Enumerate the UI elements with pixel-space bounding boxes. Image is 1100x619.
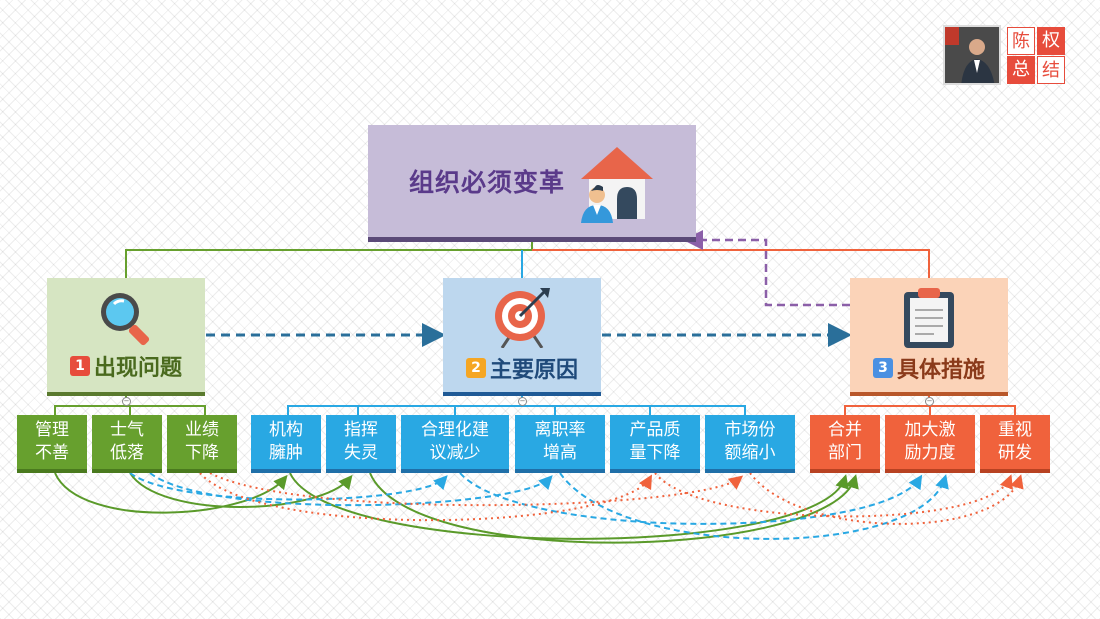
problem-text: 管理 不善 <box>35 420 69 463</box>
cause-node[interactable]: 产品质 量下降 <box>610 415 700 473</box>
target-icon <box>495 288 550 348</box>
measure-node[interactable]: 合并 部门 <box>810 415 880 473</box>
category-causes-text: 主要原因 <box>489 358 578 383</box>
category-causes-card[interactable]: 2 主要原因 <box>443 278 601 396</box>
house-person-icon <box>581 147 653 223</box>
logo-char-3: 总 <box>1007 56 1035 84</box>
measure-text: 合并 部门 <box>828 420 862 463</box>
problem-node[interactable]: 业绩 下降 <box>167 415 237 473</box>
category-measures-card[interactable]: 3 具体措施 <box>850 278 1008 396</box>
problem-node[interactable]: 管理 不善 <box>17 415 87 473</box>
cause-text: 指挥 失灵 <box>344 420 378 463</box>
problem-text: 士气 低落 <box>110 420 144 463</box>
logo-char-2: 权 <box>1037 27 1065 55</box>
problem-text: 业绩 下降 <box>185 420 219 463</box>
collapse-toggle-icon[interactable]: − <box>925 397 934 406</box>
category-measures-label: 3 具体措施 <box>872 352 985 384</box>
cause-text: 合理化建 议减少 <box>421 420 489 463</box>
number-badge-3: 3 <box>872 358 893 378</box>
cause-node[interactable]: 指挥 失灵 <box>326 415 396 473</box>
cause-text: 离职率 增高 <box>534 420 586 463</box>
cause-text: 产品质 量下降 <box>629 420 681 463</box>
category-problems-text: 出现问题 <box>93 356 182 381</box>
category-problems-card[interactable]: 1 出现问题 <box>47 278 205 396</box>
category-causes-label: 2 主要原因 <box>465 352 578 384</box>
measure-text: 加大激 励力度 <box>904 420 956 463</box>
problem-node[interactable]: 士气 低落 <box>92 415 162 473</box>
number-badge-1: 1 <box>69 356 90 376</box>
magnifier-icon <box>101 293 150 346</box>
main-topic-card[interactable]: 组织必须变革 <box>368 125 696 242</box>
measure-node[interactable]: 重视 研发 <box>980 415 1050 473</box>
logo: 陈 权 总 结 <box>943 25 1065 85</box>
presenter-photo <box>943 25 1001 85</box>
cause-text: 机构 臃肿 <box>269 420 303 463</box>
cause-text: 市场份 额缩小 <box>724 420 776 463</box>
number-badge-2: 2 <box>465 358 486 378</box>
collapse-toggle-icon[interactable]: − <box>122 397 131 406</box>
logo-char-1: 陈 <box>1007 27 1035 55</box>
cause-node[interactable]: 合理化建 议减少 <box>401 415 509 473</box>
category-problems-label: 1 出现问题 <box>69 350 182 382</box>
main-title: 组织必须变革 <box>408 168 565 197</box>
collapse-toggle-icon[interactable]: − <box>518 397 527 406</box>
cause-node[interactable]: 市场份 额缩小 <box>705 415 795 473</box>
logo-char-4: 结 <box>1037 56 1065 84</box>
clipboard-icon <box>904 288 954 348</box>
cause-node[interactable]: 机构 臃肿 <box>251 415 321 473</box>
measure-text: 重视 研发 <box>998 420 1032 463</box>
cause-node[interactable]: 离职率 增高 <box>515 415 605 473</box>
category-measures-text: 具体措施 <box>896 358 985 383</box>
measure-node[interactable]: 加大激 励力度 <box>885 415 975 473</box>
